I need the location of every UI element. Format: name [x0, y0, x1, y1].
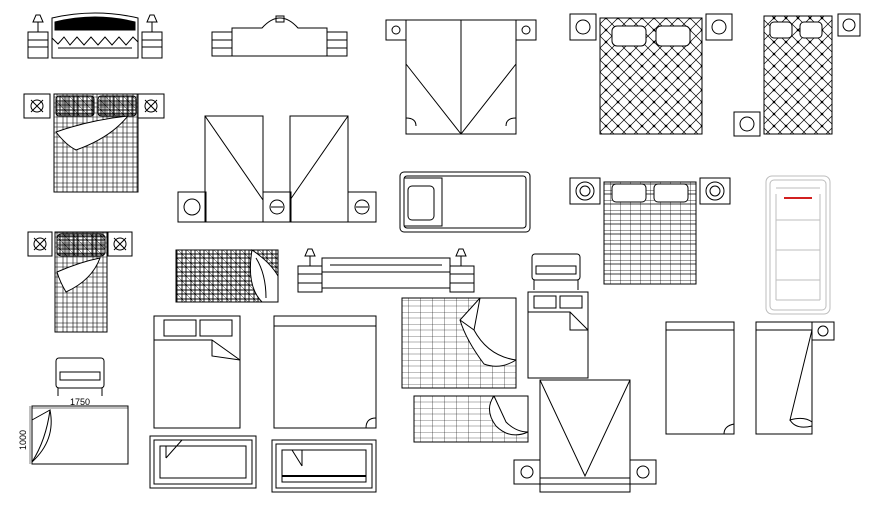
plan-double-bed-diamond-quilt-small [733, 13, 861, 137]
plan-day-bed [399, 171, 531, 233]
elevation-bed-with-lamps [27, 12, 163, 59]
plan-double-bed-folded-sheets [385, 19, 537, 135]
width-dimension-label: 1750 [70, 397, 90, 407]
elevation-headboard-plain [211, 15, 348, 57]
plan-dimensioned-bed: 1750 1000 [18, 397, 129, 465]
plan-single-bed-with-side-table [755, 321, 835, 435]
plan-double-bed-diamond-quilt [569, 13, 733, 135]
elevation-small-bench [55, 357, 105, 396]
plan-double-bed-two-pillows [153, 315, 241, 429]
plan-bed-small-fold [665, 321, 735, 435]
plan-single-bed-tartan [23, 93, 165, 193]
plan-single-bed-with-bench [527, 291, 589, 379]
plan-double-bed-grid [569, 177, 731, 285]
plan-single-bed-tartan-small [27, 231, 133, 333]
elevation-long-headboard [297, 248, 475, 293]
plan-sofa-bed-right [271, 439, 377, 493]
plan-bed-with-nightstands-bottom [513, 379, 657, 493]
plan-grid-blanket-wide [413, 395, 529, 443]
height-dimension-label: 1000 [18, 430, 28, 450]
plan-grid-bed-folded-corner [401, 297, 517, 389]
plan-sofa-bed-left [149, 435, 257, 489]
plan-twin-beds-split [177, 115, 377, 223]
plan-crosshatch-blanket [175, 249, 279, 303]
plan-plain-bed [273, 315, 377, 429]
elevation-bench [531, 253, 581, 290]
plan-faded-bed-red-line [765, 175, 831, 315]
